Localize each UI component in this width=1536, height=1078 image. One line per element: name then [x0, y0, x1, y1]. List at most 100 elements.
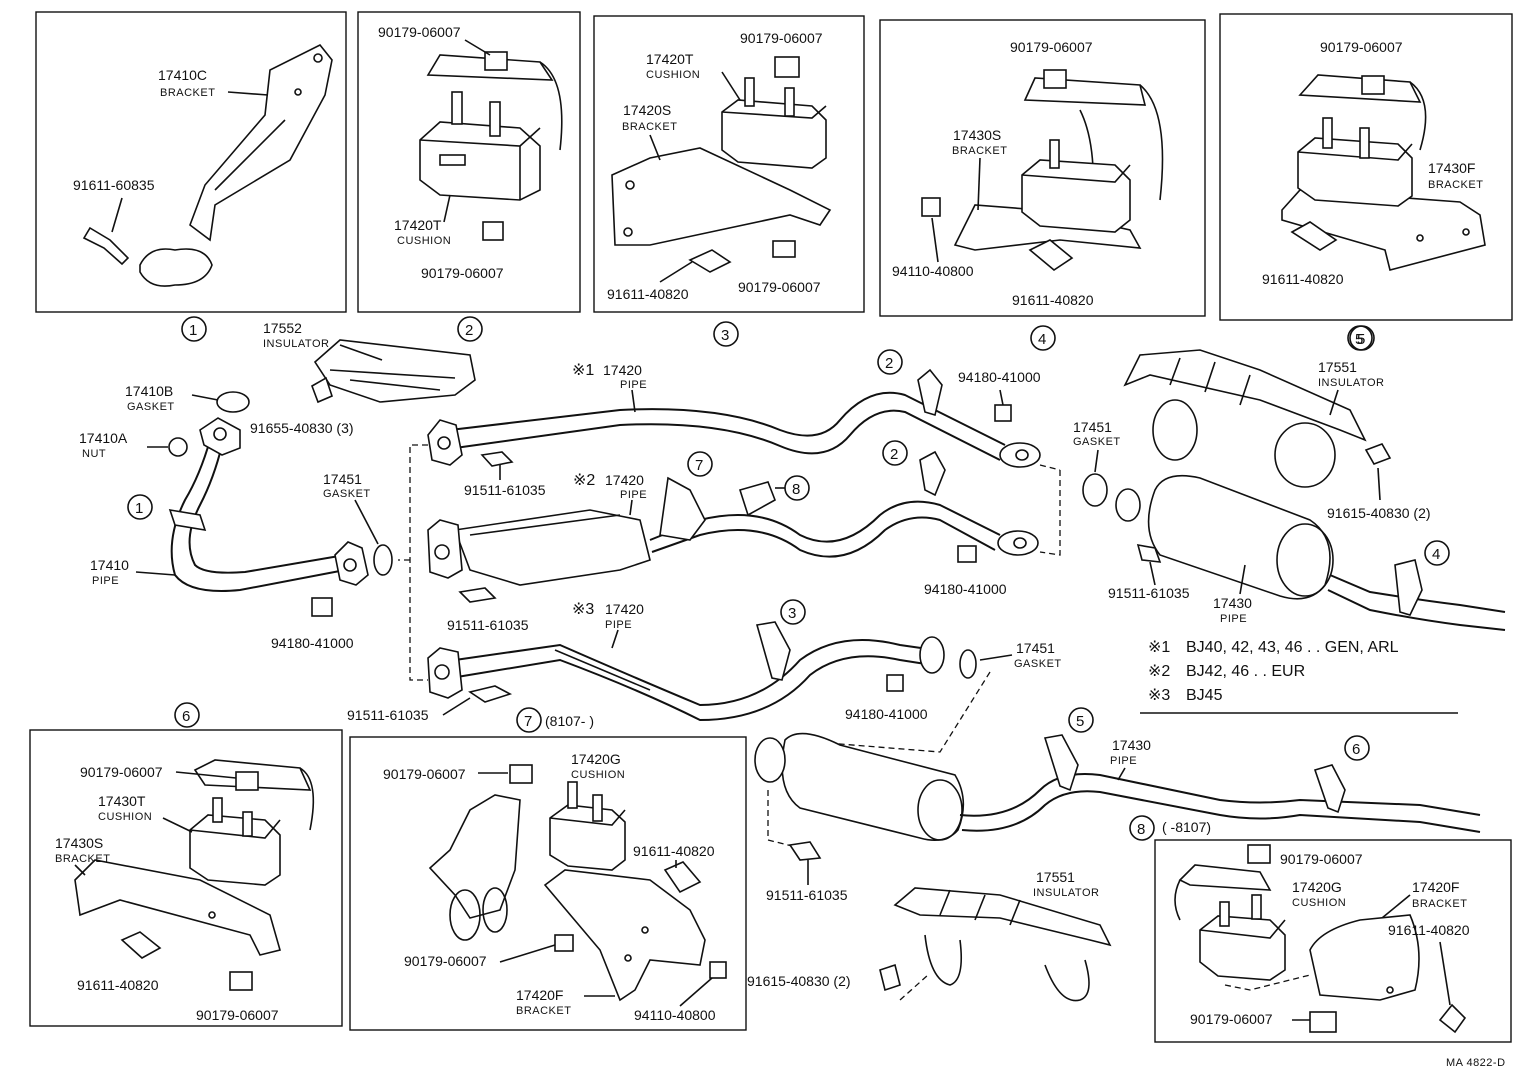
- part-number: 17420F: [1412, 879, 1459, 895]
- insulator-17551: [1123, 349, 1367, 442]
- nut-top: [774, 56, 800, 78]
- insulator-17551-bottom: [893, 887, 1112, 947]
- nut-94180: [311, 597, 333, 617]
- nut-94180: [957, 545, 977, 563]
- part-number: 90179-06007: [1280, 851, 1363, 867]
- part-label: BRACKET: [516, 1005, 571, 1017]
- box-title: (8107- ): [545, 713, 594, 729]
- legend-mark: ※2: [1148, 663, 1170, 680]
- part-number: 90179-06007: [1320, 39, 1403, 55]
- ref-number: 5: [1076, 713, 1084, 730]
- part-number: 17551: [1036, 869, 1075, 885]
- part-number: 91511-61035: [447, 617, 529, 633]
- part-label: GASKET: [1014, 658, 1062, 670]
- nut-top: [484, 51, 508, 71]
- part-number: 17430S: [953, 127, 1001, 143]
- cushion-17420t: [419, 121, 541, 201]
- cushion-17430t: [189, 814, 281, 886]
- bracket-8: [738, 481, 776, 517]
- part-label: CUSHION: [1292, 897, 1346, 909]
- part-number: 91511-61035: [766, 887, 848, 903]
- part-number: 17420: [605, 601, 644, 617]
- part-number: 17420S: [623, 102, 671, 118]
- bolt-91615: [1364, 443, 1392, 465]
- cushion: [1021, 159, 1131, 233]
- part-label: BRACKET: [952, 145, 1007, 157]
- part-number: 17410B: [125, 383, 173, 399]
- part-number: 94110-40800: [892, 263, 974, 279]
- part-number: 17420: [603, 362, 642, 378]
- ref-number: 5: [1357, 331, 1365, 348]
- nut-top: [1043, 69, 1067, 89]
- part-number: 90179-06007: [740, 30, 823, 46]
- cushion: [1297, 137, 1413, 207]
- nut-mid: [554, 934, 574, 952]
- part-number: 17430: [1213, 595, 1252, 611]
- part-number: 91611-40820: [1388, 922, 1470, 938]
- pipe3-outlet-flange: [919, 636, 945, 674]
- part-number: 90179-06007: [196, 1007, 279, 1023]
- detail-box-2: 90179-06007 17420T CUSHION 90179-06007 2: [357, 11, 581, 342]
- box-title: ( -8107): [1162, 819, 1211, 835]
- bracket-17420s: [611, 147, 832, 246]
- nut-17410a: [168, 437, 188, 457]
- muffler-17430-right: [1147, 474, 1331, 600]
- part-number: 91615-40830 (2): [1327, 505, 1431, 521]
- part-number: 17430T: [98, 793, 146, 809]
- nut-top: [1361, 75, 1385, 95]
- part-label: INSULATOR: [1033, 887, 1099, 899]
- part-label: CUSHION: [646, 69, 700, 81]
- bolt-91511: [468, 685, 513, 703]
- ref-number: 2: [465, 322, 473, 339]
- part-number: 91615-40830 (2): [747, 973, 851, 989]
- bracket-17430s: [74, 859, 281, 956]
- frame-bracket: [428, 794, 521, 919]
- main-assembly: 17552 INSULATOR 91655-40830 (3) 17410B G…: [79, 320, 1506, 1002]
- ref-number: 8: [1137, 821, 1145, 838]
- part-number: 94180-41000: [845, 706, 928, 722]
- bolt: [1028, 239, 1074, 271]
- hanger: [1394, 559, 1423, 616]
- part-label: CUSHION: [397, 235, 451, 247]
- part-number: 94110-40800: [634, 1007, 716, 1023]
- part-number: 91511-61035: [1108, 585, 1190, 601]
- part-number: 91611-40820: [1012, 292, 1094, 308]
- nut-bottom: [1309, 1011, 1337, 1033]
- nut-94110: [921, 197, 941, 217]
- hanger: [755, 621, 791, 681]
- bracket-7: [659, 476, 706, 541]
- part-label: BRACKET: [55, 853, 110, 865]
- part-number: 91511-61035: [347, 707, 429, 723]
- ref-number: 4: [1432, 546, 1440, 563]
- part-number: 17420G: [1292, 879, 1342, 895]
- front-pipe-flange: [199, 417, 241, 456]
- ref-number: 5: [1355, 331, 1363, 348]
- part-number: 90179-06007: [1010, 39, 1093, 55]
- part-label: CUSHION: [98, 811, 152, 823]
- part-label: GASKET: [323, 488, 371, 500]
- detail-box-5: 90179-06007 17430F BRACKET 91611-40820 5: [1219, 13, 1513, 351]
- diagram-code: MA 4822-D: [1446, 1057, 1506, 1069]
- bolt-91511: [480, 451, 514, 467]
- insulator-17552: [313, 339, 476, 403]
- ref-number: 1: [135, 500, 143, 517]
- ref-number: 6: [182, 708, 190, 725]
- part-number: 17420G: [571, 751, 621, 767]
- part-number: 94180-41000: [958, 369, 1041, 385]
- part-label: NUT: [82, 448, 106, 460]
- part-number: 17420T: [394, 217, 442, 233]
- variant-mark: ※2: [573, 472, 595, 489]
- ref-number: 8: [792, 481, 800, 498]
- part-label: BRACKET: [622, 121, 677, 133]
- nut-94180: [886, 674, 904, 692]
- part-number: 17420: [605, 472, 644, 488]
- legend-mark: ※1: [1148, 639, 1170, 656]
- ref-number: 2: [885, 355, 893, 372]
- part-number: 17420T: [646, 51, 694, 67]
- part-label: PIPE: [92, 575, 119, 587]
- part-number: 94180-41000: [271, 635, 354, 651]
- part-label: PIPE: [1110, 755, 1137, 767]
- gasket-17451: [373, 544, 393, 576]
- part-label: BRACKET: [160, 87, 215, 99]
- bolt: [1438, 1003, 1467, 1034]
